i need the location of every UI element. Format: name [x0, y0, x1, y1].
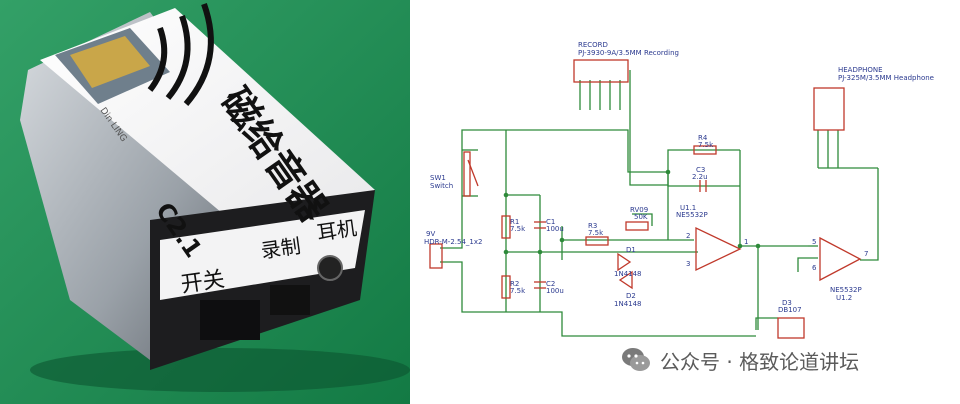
- circuit-schematic: RECORD PJ-3930-9A/3.5MM Recording HEADPH…: [418, 0, 960, 404]
- r3-value: 7.5k: [588, 229, 604, 237]
- r1-body: [501, 215, 511, 239]
- d3-label: D3: [782, 299, 792, 307]
- device-photo: 磁给音器 C2.1 Din LING 开关 录制 耳机: [0, 0, 410, 404]
- u1-2-value: NE5532P: [830, 286, 862, 294]
- rv-value: 50K: [634, 213, 648, 221]
- u1-2-opamp: [819, 236, 862, 282]
- pin-7: 7: [864, 250, 868, 258]
- pin-1: 1: [744, 238, 748, 246]
- c2-value: 100u: [546, 287, 564, 295]
- sw1-value: Switch: [430, 182, 453, 190]
- c2-label: C2: [546, 280, 555, 288]
- d1-value: 1N4148: [614, 270, 642, 278]
- c1-value: 100u: [546, 225, 564, 233]
- d3-value: DB107: [778, 306, 802, 314]
- d2-label: D2: [626, 292, 636, 300]
- u1-1-opamp: [695, 226, 742, 272]
- r4-label: R4: [698, 134, 708, 142]
- record-label: 录制: [259, 234, 302, 263]
- pin-3: 3: [686, 260, 690, 268]
- pin-6: 6: [812, 264, 817, 272]
- r1-label: R1: [510, 218, 519, 226]
- power-switch: [200, 300, 260, 340]
- watermark: 公众号 · 格致论道讲坛: [620, 344, 859, 376]
- wechat-icon: [622, 348, 650, 371]
- headphone-jack: [317, 255, 343, 281]
- record-jack-name: RECORD: [578, 41, 608, 49]
- u1-1-label: U1.1: [680, 204, 696, 212]
- rv-label: RV09: [630, 206, 648, 214]
- watermark-text: 公众号 · 格致论道讲坛: [660, 349, 860, 374]
- d3-bridge: [777, 317, 805, 339]
- d1-label: D1: [626, 246, 636, 254]
- pin-2: 2: [686, 232, 690, 240]
- r3-label: R3: [588, 222, 597, 230]
- connector-value: HDR-M-2.54_1x2: [424, 238, 482, 246]
- r4-value: 7.5k: [698, 141, 714, 149]
- headphone-jack-name: HEADPHONE: [838, 66, 883, 74]
- r2-label: R2: [510, 280, 519, 288]
- sw1-label: SW1: [430, 174, 446, 182]
- connector-label: 9V: [426, 230, 435, 238]
- headphone-jack-part: PJ-325M/3.5MM Headphone: [838, 74, 934, 82]
- r1-value: 7.5k: [510, 225, 526, 233]
- c3-label: C3: [696, 166, 705, 174]
- c3-value: 2.2u: [692, 173, 708, 181]
- pin-5: 5: [812, 238, 816, 246]
- c1-label: C1: [546, 218, 555, 226]
- r2-body: [501, 275, 511, 299]
- signal-waves-icon: [147, 27, 168, 92]
- record-jack-part: PJ-3930-9A/3.5MM Recording: [578, 49, 679, 57]
- headphone-label: 耳机: [315, 216, 358, 245]
- d2-value: 1N4148: [614, 300, 642, 308]
- r2-value: 7.5k: [510, 287, 526, 295]
- power-label: 开关: [179, 267, 226, 298]
- u1-2-label: U1.2: [836, 294, 852, 302]
- u1-1-value: NE5532P: [676, 211, 708, 219]
